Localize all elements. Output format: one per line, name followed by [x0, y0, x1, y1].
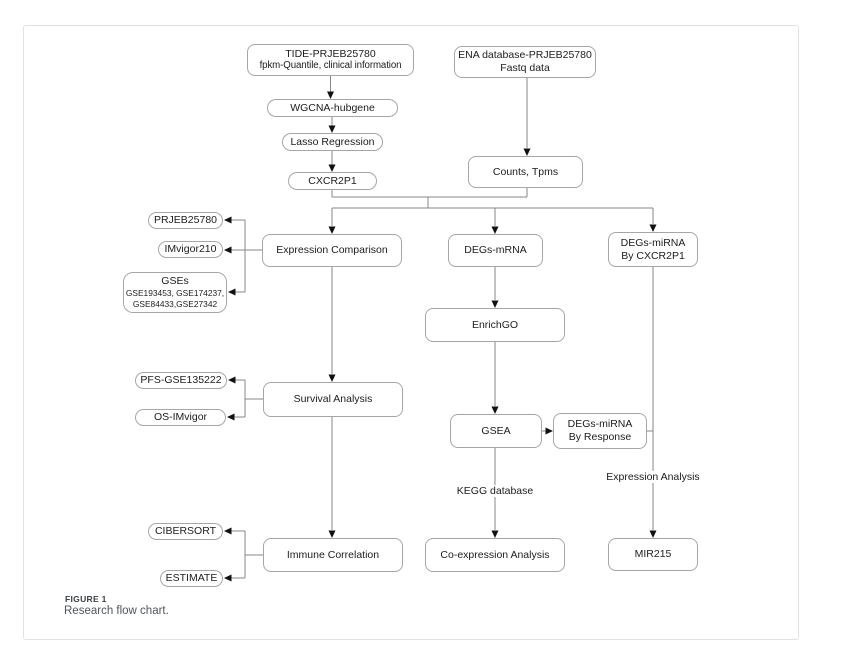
edge-label-expression-analysis: Expression Analysis: [603, 471, 703, 483]
node-expression-comparison: Expression Comparison: [262, 234, 402, 267]
node-line: DEGs-miRNA: [567, 418, 633, 431]
node-lasso-regression: Lasso Regression: [282, 133, 383, 151]
node-line: PRJEB25780: [153, 214, 218, 227]
node-line: TIDE-PRJEB25780: [285, 47, 376, 60]
node-line: fpkm-Quantile, clinical information: [259, 60, 402, 72]
node-tide-prjeb25780: TIDE-PRJEB25780 fpkm-Quantile, clinical …: [247, 44, 414, 76]
node-pfs-gse135222: PFS-GSE135222: [135, 372, 227, 389]
node-degs-mrna: DEGs-mRNA: [448, 234, 543, 267]
node-line: GSEs: [161, 275, 189, 288]
node-line: WGCNA-hubgene: [290, 101, 375, 114]
node-line: PFS-GSE135222: [140, 374, 222, 387]
node-line: OS-IMvigor: [153, 411, 208, 424]
node-line: DEGs-mRNA: [464, 244, 527, 257]
node-line: GSE84433,GSE27342: [132, 298, 218, 309]
node-line: MIR215: [634, 548, 672, 561]
node-cxcr2p1: CXCR2P1: [288, 172, 377, 190]
node-enrichgo: EnrichGO: [425, 308, 565, 342]
node-line: By Response: [568, 431, 632, 443]
figure-label: FIGURE 1: [65, 594, 107, 604]
node-line: ENA database-PRJEB25780: [458, 49, 592, 62]
node-line: GSEA: [481, 424, 511, 437]
node-mir215: MIR215: [608, 538, 698, 571]
node-line: IMvigor210: [164, 243, 217, 256]
node-line: By CXCR2P1: [621, 249, 685, 262]
node-cibersort: CIBERSORT: [148, 523, 223, 540]
node-gsea: GSEA: [450, 414, 542, 448]
figure-caption: Research flow chart.: [64, 605, 169, 617]
node-line: Expression Comparison: [276, 244, 388, 257]
node-line: Immune Correlation: [286, 548, 380, 561]
node-coexpression-analysis: Co-expression Analysis: [425, 538, 565, 572]
node-imvigor210: IMvigor210: [158, 241, 223, 258]
node-line: Counts, Tpms: [492, 165, 559, 178]
node-counts-tpms: Counts, Tpms: [468, 156, 583, 188]
node-line: Lasso Regression: [290, 135, 375, 148]
node-gses: GSEs GSE193453, GSE174237, GSE84433,GSE2…: [123, 272, 227, 313]
node-immune-correlation: Immune Correlation: [263, 538, 403, 572]
node-line: CIBERSORT: [154, 525, 217, 538]
node-prjeb25780: PRJEB25780: [148, 212, 223, 229]
node-degs-mirna-by-cxcr2p1: DEGs-miRNA By CXCR2P1: [608, 232, 698, 267]
node-line: EnrichGO: [471, 318, 519, 331]
node-survival-analysis: Survival Analysis: [263, 382, 403, 417]
node-line: Fastq data: [500, 62, 550, 74]
node-line: DEGs-miRNA: [620, 236, 686, 249]
node-line: GSE193453, GSE174237,: [125, 287, 225, 298]
node-os-imvigor: OS-IMvigor: [135, 409, 226, 426]
node-wgcna-hubgene: WGCNA-hubgene: [267, 99, 398, 117]
node-line: Co-expression Analysis: [440, 548, 550, 561]
node-degs-mirna-by-response: DEGs-miRNA By Response: [553, 413, 647, 449]
node-ena-database: ENA database-PRJEB25780 Fastq data: [454, 46, 596, 78]
node-line: CXCR2P1: [308, 174, 357, 187]
node-estimate: ESTIMATE: [160, 570, 223, 587]
node-line: Survival Analysis: [293, 393, 373, 406]
node-line: ESTIMATE: [165, 572, 218, 585]
edge-label-kegg-database: KEGG database: [453, 485, 537, 497]
